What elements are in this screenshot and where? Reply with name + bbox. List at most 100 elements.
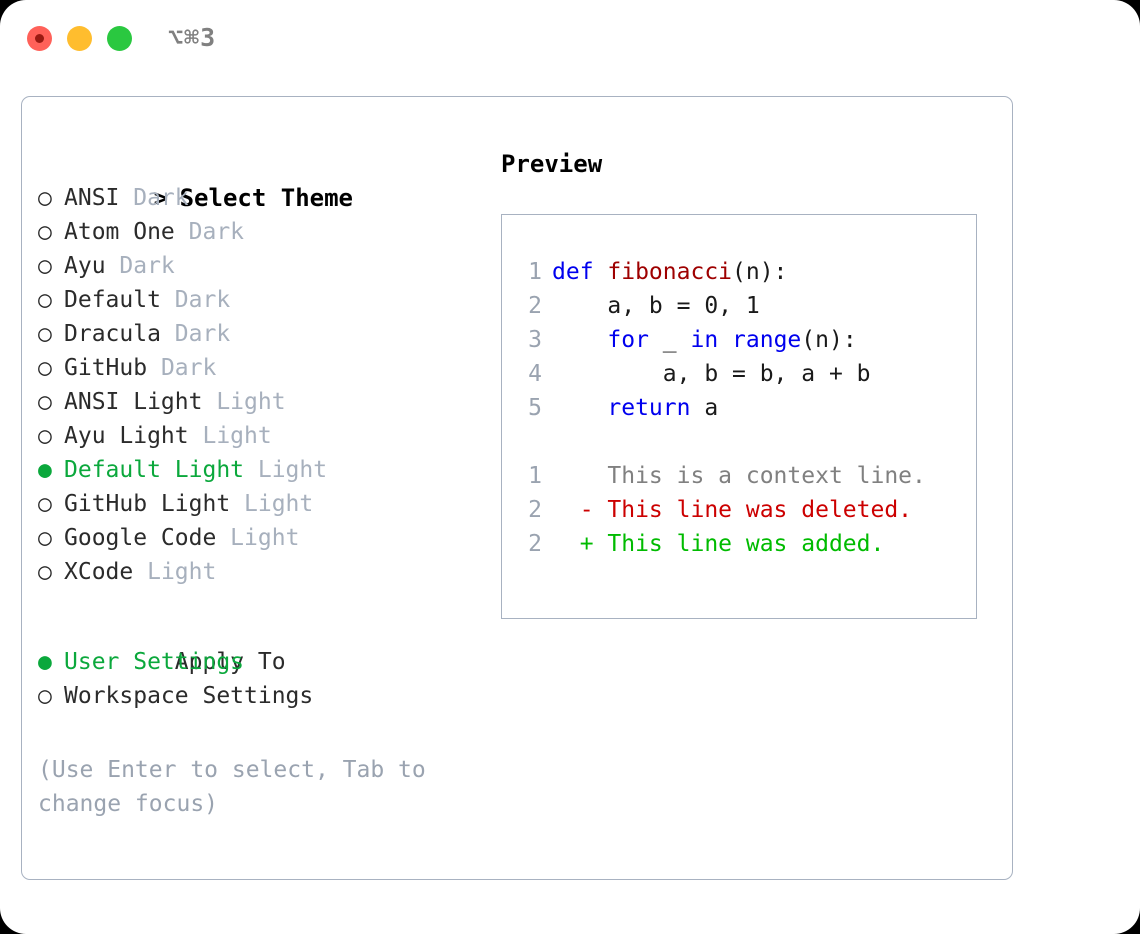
theme-list-item[interactable]: ○ANSI Dark: [38, 181, 468, 215]
radio-unselected-icon[interactable]: ○: [38, 185, 52, 211]
theme-list-item[interactable]: ● Default Light Light: [38, 453, 468, 487]
theme-name: Atom One: [64, 219, 175, 245]
theme-category-tag: Dark: [160, 321, 231, 347]
theme-name: ANSI Light: [64, 389, 203, 415]
theme-name: Dracula: [64, 321, 161, 347]
list-spacer: [38, 589, 468, 611]
code-token: (n):: [801, 327, 857, 353]
apply-to-label: User Settings: [64, 649, 245, 675]
theme-category-tag: Dark: [160, 287, 231, 313]
theme-list-item[interactable]: ○ XCode Light: [38, 555, 468, 589]
code-line: 3 for _ in range(n):: [514, 323, 972, 357]
code-token: in: [690, 327, 719, 353]
line-number: 1: [528, 259, 542, 285]
radio-unselected-icon[interactable]: ○: [38, 253, 52, 279]
code-line: 2 a, b = 0, 1: [514, 289, 972, 323]
theme-list-item[interactable]: ○ GitHub Light Light: [38, 487, 468, 521]
code-token: a, b = b, a + b: [552, 361, 871, 387]
code-token: fibonacci: [607, 259, 733, 285]
code-token: def: [552, 259, 608, 285]
line-number: 1: [528, 463, 542, 489]
diff-line: 2 + This line was added.: [514, 527, 972, 561]
theme-category-tag: Light: [188, 423, 272, 449]
help-text: (Use Enter to select, Tab to change focu…: [38, 757, 426, 817]
maximize-button[interactable]: [107, 26, 132, 51]
line-number: 3: [528, 327, 542, 353]
select-theme-heading: > Select Theme: [38, 147, 468, 212]
apply-to-item[interactable]: ● User Settings: [38, 645, 468, 679]
theme-category-tag: Dark: [147, 355, 217, 381]
title-bar: ⌥⌘3: [0, 0, 1140, 78]
theme-category-tag: Dark: [174, 219, 245, 245]
theme-name: Default: [64, 287, 161, 313]
radio-unselected-icon[interactable]: ○: [38, 683, 52, 709]
radio-unselected-icon[interactable]: ○: [38, 355, 52, 381]
theme-name: Default Light: [64, 457, 245, 483]
diff-line-text: + This line was added.: [552, 531, 885, 557]
code-line: 4 a, b = b, a + b: [514, 357, 972, 391]
line-number: 5: [528, 395, 542, 421]
theme-list: ○ANSI Dark○Atom One Dark○Ayu Dark○Defaul…: [38, 181, 468, 589]
radio-unselected-icon[interactable]: ○: [38, 287, 52, 313]
theme-list-item[interactable]: ○ Default Dark: [38, 283, 468, 317]
theme-list-item[interactable]: ○ Google Code Light: [38, 521, 468, 555]
theme-category-tag: Dark: [105, 253, 175, 279]
diff-line: 1 This is a context line.: [514, 459, 972, 493]
line-number: 2: [528, 293, 542, 319]
radio-unselected-icon[interactable]: ○: [38, 491, 52, 517]
theme-category-tag: Light: [216, 525, 300, 551]
theme-category-tag: Light: [230, 491, 314, 517]
code-token: a: [690, 395, 719, 421]
theme-list-item[interactable]: ○ Atom One Dark: [38, 215, 468, 249]
line-number: 2: [528, 531, 542, 557]
diff-line: 2 - This line was deleted.: [514, 493, 972, 527]
theme-list-item[interactable]: ○GitHub Dark: [38, 351, 468, 385]
radio-unselected-icon[interactable]: ○: [38, 559, 52, 585]
preview-title: Preview: [501, 150, 603, 178]
code-token: [552, 327, 607, 353]
radio-unselected-icon[interactable]: ○: [38, 389, 52, 415]
line-number: 2: [528, 497, 542, 523]
apply-to-item[interactable]: ○ Workspace Settings: [38, 679, 468, 713]
theme-list-item[interactable]: ○ Ayu Light Light: [38, 419, 468, 453]
theme-name: GitHub Light: [64, 491, 231, 517]
theme-list-item[interactable]: ○Ayu Dark: [38, 249, 468, 283]
select-theme-heading-label: Select Theme: [179, 184, 353, 212]
help-spacer: [38, 713, 468, 747]
theme-name: XCode: [64, 559, 134, 585]
theme-list-item[interactable]: ○ ANSI Light Light: [38, 385, 468, 419]
radio-unselected-icon[interactable]: ○: [38, 219, 52, 245]
theme-category-tag: Light: [133, 559, 217, 585]
radio-selected-icon[interactable]: ●: [38, 457, 52, 483]
theme-name: Google Code: [64, 525, 217, 551]
theme-name: ANSI: [64, 185, 120, 211]
theme-list-item[interactable]: ○ Dracula Dark: [38, 317, 468, 351]
code-diff-gap: [514, 425, 972, 459]
theme-category-tag: Light: [202, 389, 286, 415]
apply-to-heading: Apply To: [38, 611, 468, 675]
theme-name: Ayu Light: [64, 423, 189, 449]
keyboard-shortcut-label: ⌥⌘3: [168, 23, 217, 52]
radio-selected-icon[interactable]: ●: [38, 649, 52, 675]
radio-unselected-icon[interactable]: ○: [38, 525, 52, 551]
radio-unselected-icon[interactable]: ○: [38, 423, 52, 449]
diff-line-text: - This line was deleted.: [552, 497, 913, 523]
theme-selector-column: >Select Theme ○ANSI Dark○Atom One Dark○A…: [38, 147, 468, 821]
heading-caret-icon: >: [153, 184, 169, 212]
code-token: (n):: [732, 259, 788, 285]
radio-unselected-icon[interactable]: ○: [38, 321, 52, 347]
code-token: return: [607, 395, 691, 421]
apply-to-label: Workspace Settings: [64, 683, 314, 709]
theme-category-tag: Light: [244, 457, 328, 483]
minimize-button[interactable]: [67, 26, 92, 51]
code-token: for: [607, 327, 649, 353]
close-button[interactable]: [27, 26, 52, 51]
diff-line-text: This is a context line.: [552, 463, 926, 489]
main-panel: >Select Theme ○ANSI Dark○Atom One Dark○A…: [21, 96, 1013, 880]
code-token: a, b = 0, 1: [552, 293, 760, 319]
code-token: [718, 327, 732, 353]
